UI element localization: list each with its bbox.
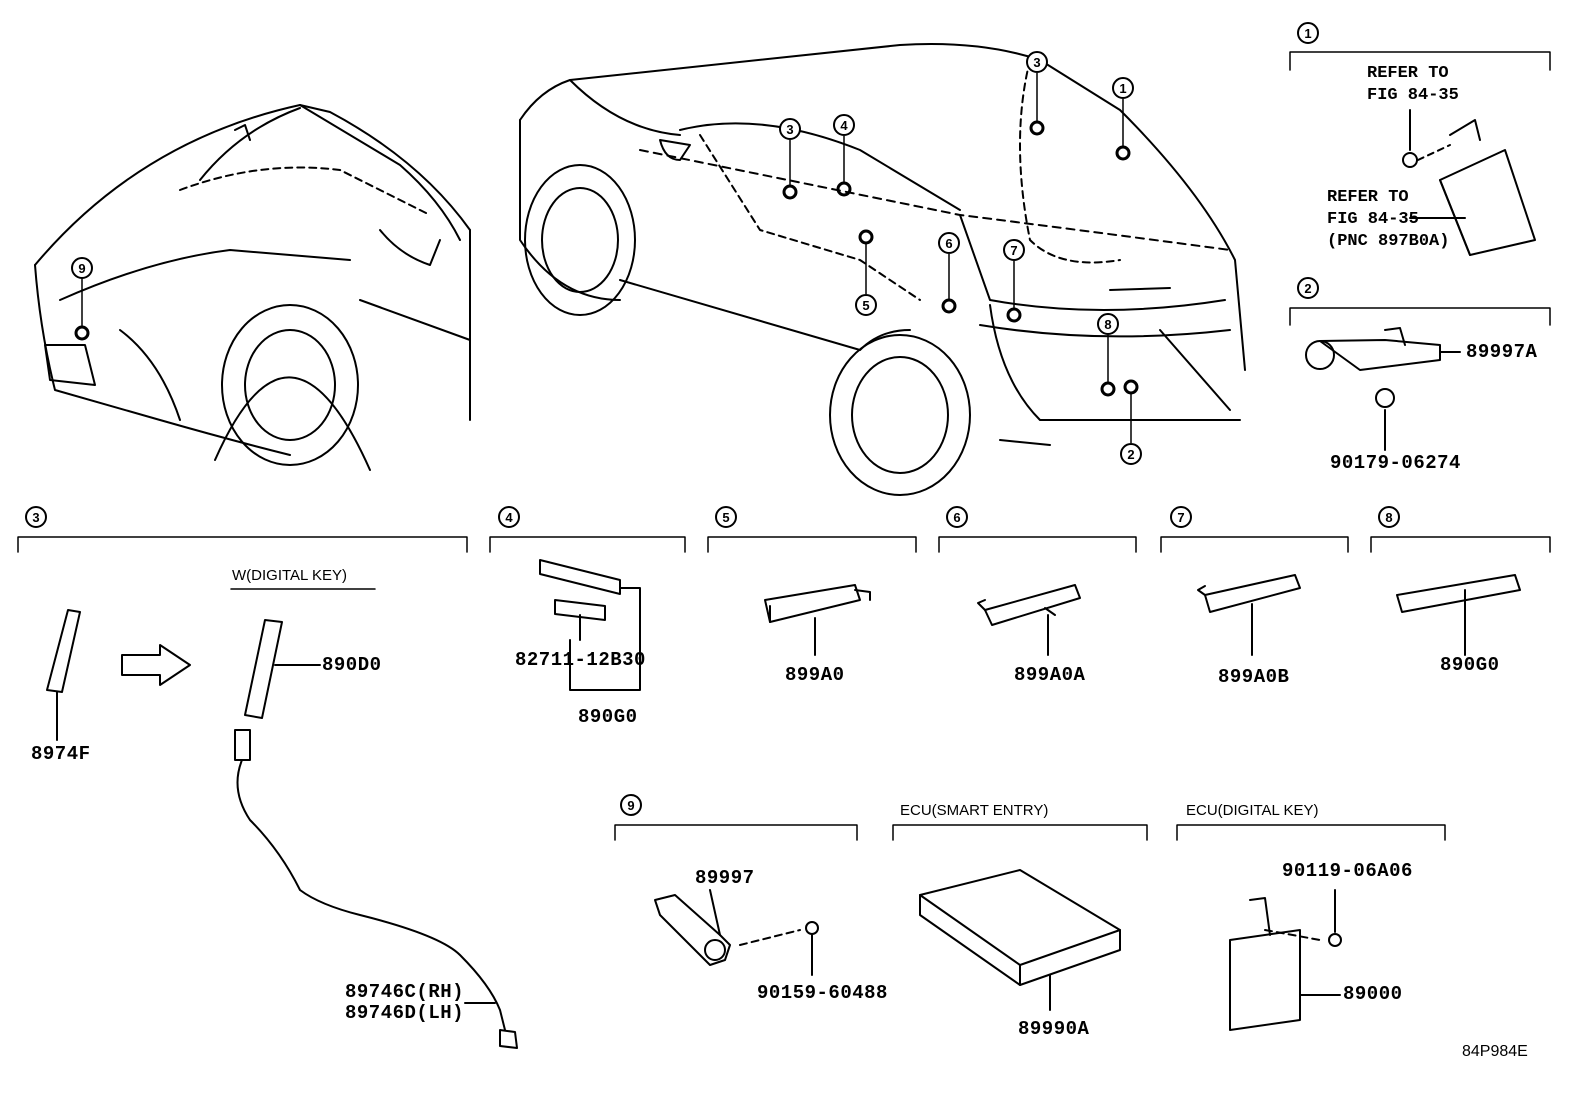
part-899A0: 899A0 (785, 664, 845, 686)
callout-3-cabin: 3 (779, 118, 801, 140)
part-89990A: 89990A (1018, 1018, 1090, 1040)
digital-key-sub-label: W(DIGITAL KEY) (232, 567, 348, 584)
detail1-refer-b-line2: FIG 84-35 (1327, 210, 1419, 229)
callout-4-cabin: 4 (833, 114, 855, 136)
rear-car-illustration (519, 43, 1246, 496)
detail-9-number: 9 (620, 794, 642, 816)
detail1-refer-b-line3: (PNC 897B0A) (1327, 232, 1450, 251)
part-89746D-LH: 89746D(LH) (345, 1002, 465, 1024)
detail3-parts (46, 609, 518, 1049)
part-89997: 89997 (695, 867, 755, 889)
front-car-illustration (34, 104, 471, 471)
ecu-smart-entry-title: ECU(SMART ENTRY) (900, 802, 1049, 819)
detail6-part (977, 584, 1081, 656)
callout-7-gate: 7 (1003, 239, 1025, 261)
part-89000: 89000 (1343, 983, 1403, 1005)
ecu-digital-key-part (1229, 889, 1342, 1031)
part-899A0A: 899A0A (1014, 664, 1086, 686)
figure-id: 84P984E (1462, 1043, 1528, 1060)
part-899A0B: 899A0B (1218, 666, 1290, 688)
detail-3-number: 3 (25, 506, 47, 528)
detail-8-number: 8 (1378, 506, 1400, 528)
detail8-part (1396, 574, 1521, 656)
part-90159-60488: 90159-60488 (757, 982, 888, 1004)
ecu-smart-entry-part (919, 869, 1121, 1011)
detail1-parts (1402, 109, 1536, 256)
callout-3-roof: 3 (1026, 51, 1048, 73)
detail9-parts (654, 889, 819, 976)
detail-4-number: 4 (498, 506, 520, 528)
part-890G0-detail8: 890G0 (1440, 654, 1500, 676)
part-8974F: 8974F (31, 743, 91, 765)
ecu-digital-key-title: ECU(DIGITAL KEY) (1186, 802, 1319, 819)
part-890D0: 890D0 (322, 654, 382, 676)
location-markers (74, 120, 1139, 397)
callout-8-bumper: 8 (1097, 313, 1119, 335)
callout-6-side: 6 (938, 232, 960, 254)
part-90119-06A06: 90119-06A06 (1282, 860, 1413, 882)
detail4-parts (539, 559, 641, 691)
callout-1-rear: 1 (1112, 77, 1134, 99)
leader-lines (81, 73, 1132, 443)
callout-5-door: 5 (855, 294, 877, 316)
detail-7-number: 7 (1170, 506, 1192, 528)
part-82711-12B30: 82711-12B30 (515, 649, 646, 671)
detail1-refer-a-line1: REFER TO (1367, 64, 1449, 83)
callout-9-front: 9 (71, 257, 93, 279)
detail7-part (1197, 574, 1301, 656)
detail-2-number: 2 (1297, 277, 1319, 299)
part-90179-06274: 90179-06274 (1330, 452, 1461, 474)
callout-2-bumper: 2 (1120, 443, 1142, 465)
detail-5-number: 5 (715, 506, 737, 528)
detail-6-number: 6 (946, 506, 968, 528)
detail5-part (764, 584, 871, 656)
detail-brackets (17, 51, 1551, 841)
part-89997A: 89997A (1466, 341, 1538, 363)
part-890G0-detail4: 890G0 (578, 706, 638, 728)
part-89746C-RH: 89746C(RH) (345, 981, 465, 1003)
detail1-refer-b-line1: REFER TO (1327, 188, 1409, 207)
detail1-refer-a-line2: FIG 84-35 (1367, 86, 1459, 105)
detail2-parts (1305, 327, 1461, 451)
detail-1-number: 1 (1297, 22, 1319, 44)
